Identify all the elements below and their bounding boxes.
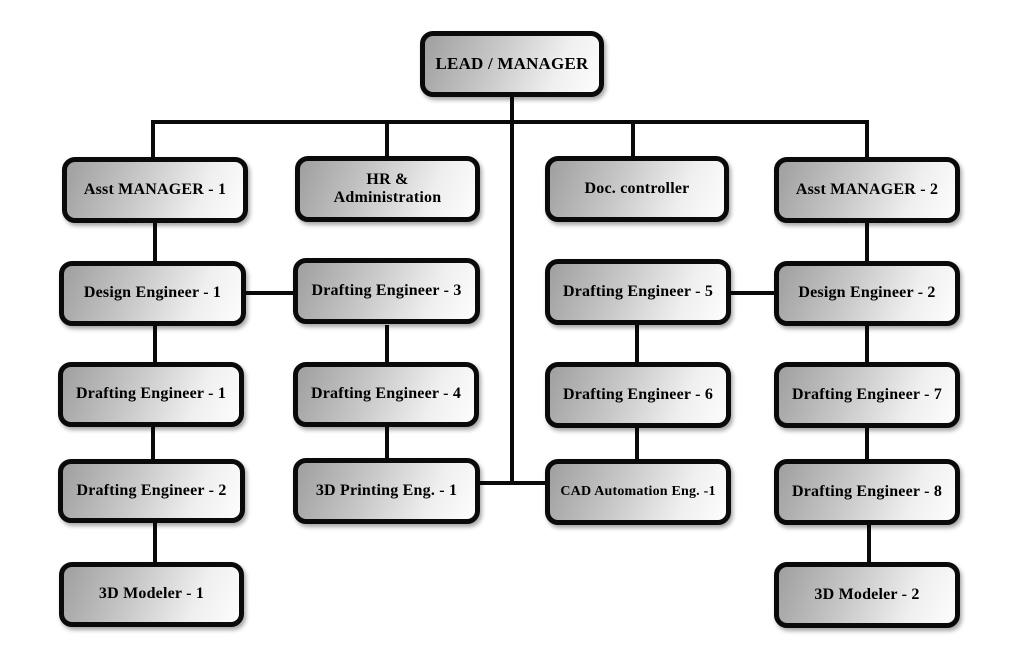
node-drafting-engineer-6: Drafting Engineer - 6 (545, 362, 731, 428)
connector-mid-rail (478, 481, 546, 485)
node-3d-modeler-2: 3D Modeler - 2 (774, 562, 960, 628)
node-hr-administration: HR & Administration (295, 156, 480, 222)
node-drafting-engineer-8: Drafting Engineer - 8 (774, 459, 960, 525)
node-doc-controller: Doc. controller (545, 156, 729, 222)
connector-col1-v2 (153, 325, 157, 364)
node-cad-automation-eng-1: CAD Automation Eng. -1 (545, 459, 731, 525)
connector-drop-hr (385, 122, 389, 160)
connector-col4-v3 (865, 426, 869, 461)
connector-col4-v4 (867, 523, 871, 564)
connector-top-rail (151, 120, 869, 124)
node-drafting-engineer-5: Drafting Engineer - 5 (545, 259, 731, 325)
connector-center-vertical (510, 94, 514, 485)
connector-col1-v1 (153, 221, 157, 263)
connector-col2-v1 (385, 325, 389, 364)
node-lead-manager: LEAD / MANAGER (420, 31, 604, 97)
connector-dr5-de2 (726, 291, 778, 295)
connector-drop-asst1 (151, 122, 155, 160)
node-3d-modeler-1: 3D Modeler - 1 (59, 562, 244, 627)
connector-drop-doc (631, 122, 635, 160)
node-asst-manager-1: Asst MANAGER - 1 (62, 157, 248, 223)
node-design-engineer-1: Design Engineer - 1 (59, 261, 246, 326)
node-design-engineer-2: Design Engineer - 2 (774, 261, 960, 326)
node-3d-printing-eng-1: 3D Printing Eng. - 1 (293, 458, 480, 524)
connector-drop-asst2 (865, 122, 869, 160)
node-drafting-engineer-2: Drafting Engineer - 2 (58, 459, 245, 523)
node-drafting-engineer-7: Drafting Engineer - 7 (774, 362, 960, 428)
connector-col4-v1 (865, 221, 869, 263)
connector-col1-v3 (151, 426, 155, 461)
connector-col3-v1 (635, 325, 639, 364)
connector-col1-v4 (153, 523, 157, 564)
node-asst-manager-2: Asst MANAGER - 2 (774, 157, 960, 223)
node-drafting-engineer-4: Drafting Engineer - 4 (293, 362, 479, 427)
connector-col3-v2 (635, 426, 639, 461)
connector-de1-dr3 (242, 291, 298, 295)
node-drafting-engineer-1: Drafting Engineer - 1 (58, 362, 244, 427)
node-drafting-engineer-3: Drafting Engineer - 3 (293, 258, 480, 324)
connector-col4-v2 (865, 325, 869, 364)
connector-col2-v2 (385, 426, 389, 461)
